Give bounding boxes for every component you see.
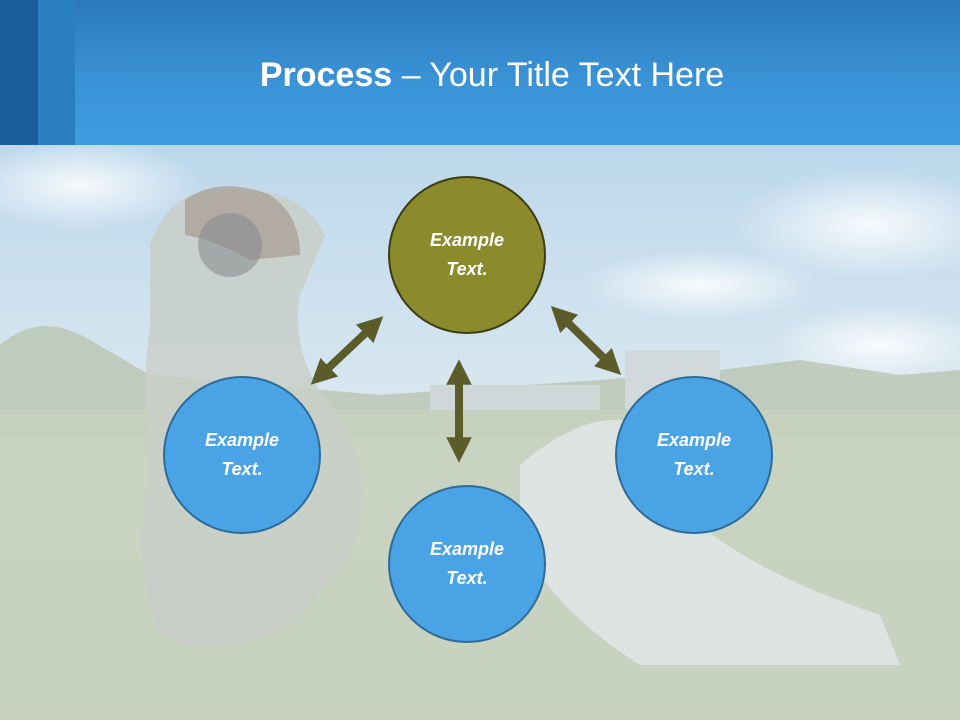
slide-title: Process – Your Title Text Here: [0, 52, 960, 98]
title-bold: Process: [259, 56, 393, 94]
node-left: Example Text.: [163, 376, 321, 534]
node-top: Example Text.: [388, 176, 546, 334]
title-rest: – Your Title Text Here: [392, 56, 725, 94]
node-top-label: Example Text.: [429, 230, 505, 279]
header-accent-mid: [38, 0, 75, 145]
node-right: Example Text.: [615, 376, 773, 534]
node-right-label: Example Text.: [656, 430, 732, 479]
node-bottom-label: Example Text.: [429, 539, 505, 588]
node-bottom: Example Text.: [388, 485, 546, 643]
node-left-label: Example Text.: [204, 430, 280, 479]
header-bar: Process – Your Title Text Here: [0, 0, 960, 145]
header-accent-dark: [0, 0, 38, 145]
